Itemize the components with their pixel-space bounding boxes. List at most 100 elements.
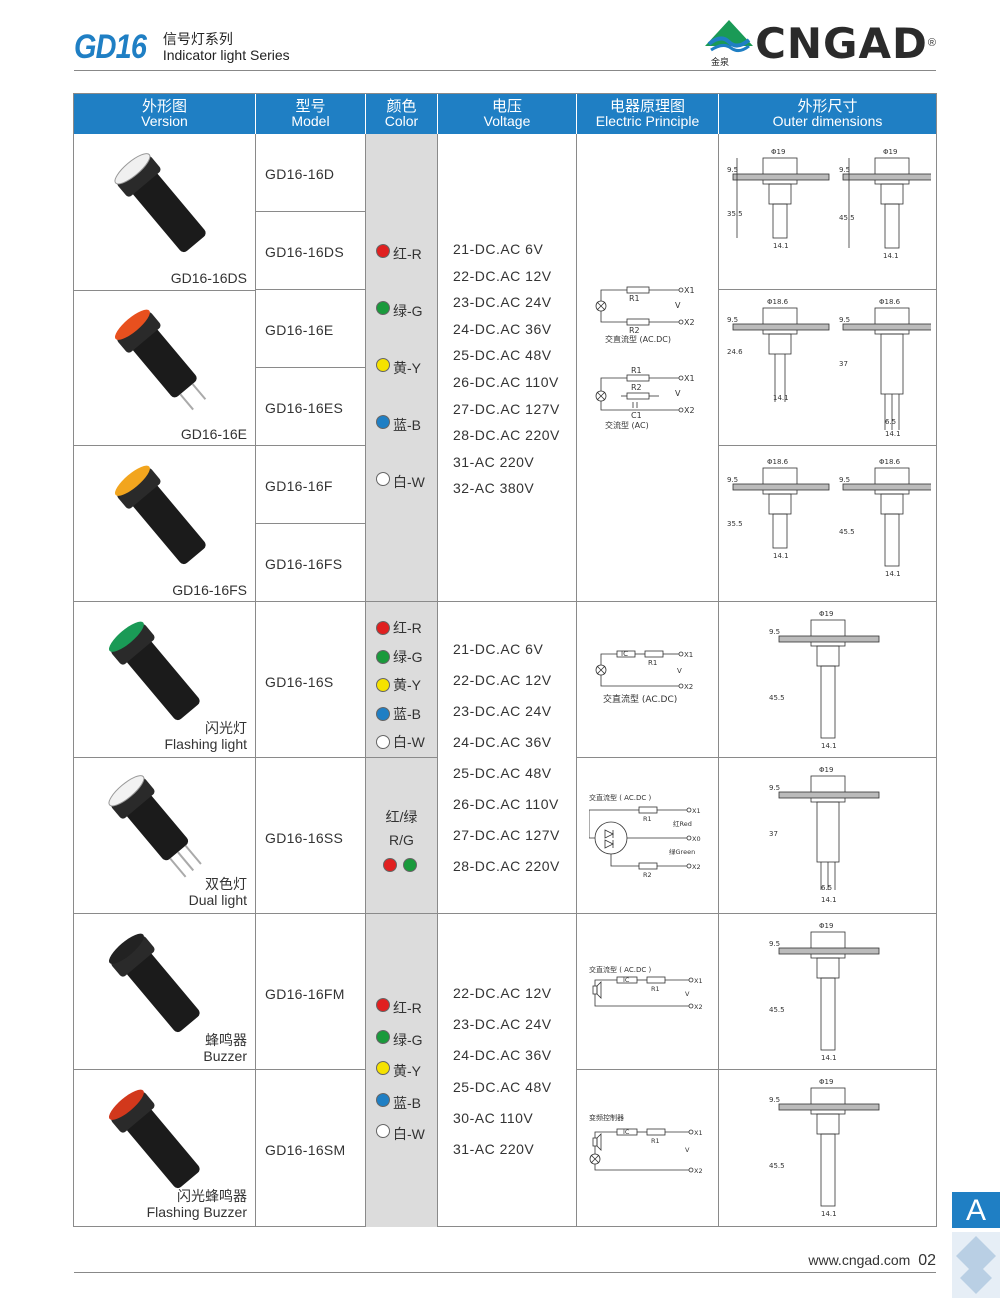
color-option: 蓝-B — [376, 1092, 425, 1125]
svg-text:X1: X1 — [692, 807, 701, 815]
svg-text:Φ18.6: Φ18.6 — [767, 298, 789, 306]
svg-text:45.5: 45.5 — [769, 1006, 785, 1014]
svg-text:C1: C1 — [631, 411, 642, 420]
svg-text:X1: X1 — [684, 374, 695, 383]
version-label-cn: 双色灯 — [205, 876, 247, 892]
yellow-dot-icon — [376, 1061, 390, 1075]
color-option: 白-W — [376, 1124, 425, 1156]
version-label: GD16-16E — [180, 426, 247, 442]
svg-text:R2: R2 — [643, 871, 652, 879]
svg-text:交流型 (AC): 交流型 (AC) — [605, 420, 649, 430]
version-cell: 闪光蜂鸣器 Flashing Buzzer — [74, 1070, 256, 1227]
svg-text:14.1: 14.1 — [773, 242, 789, 250]
svg-text:IC: IC — [623, 1128, 630, 1136]
dual-color-en: R/G — [389, 832, 414, 848]
schematic-cell: 变频控制器 IC R1 X1 X2 V — [577, 1070, 719, 1227]
svg-text:45.5: 45.5 — [839, 528, 855, 536]
red-dot-icon — [376, 244, 390, 258]
lamp-image — [108, 1089, 200, 1189]
green-dot-icon — [403, 858, 417, 872]
model-cell: GD16-16F — [256, 446, 366, 524]
lamp-image — [114, 465, 206, 565]
section-tab[interactable]: A — [952, 1192, 1000, 1228]
dimension-drawing: Φ19 9.5 45.5 14.1 — [769, 610, 880, 750]
model-cell: GD16-16D — [256, 134, 366, 212]
version-label-en: Flashing light — [164, 736, 248, 752]
color-option: 蓝-B — [376, 415, 425, 472]
flashing-buzzer-schematic: 变频控制器 IC R1 X1 X2 V — [589, 1113, 703, 1175]
dimension-drawing: Φ19 9.5 37 6.5 14.1 — [769, 766, 880, 904]
svg-text:14.1: 14.1 — [821, 1210, 837, 1218]
svg-text:35.5: 35.5 — [727, 520, 743, 528]
dimension-drawing: Φ18.6 Φ18.6 9.5 35.5 9.5 45.5 14.1 14.1 — [727, 458, 931, 578]
svg-text:V: V — [675, 389, 681, 398]
svg-text:35.5: 35.5 — [727, 210, 743, 218]
svg-text:交直流型 (AC.DC): 交直流型 (AC.DC) — [603, 693, 677, 705]
svg-text:V: V — [685, 1146, 690, 1154]
svg-text:交直流型 ( AC.DC ): 交直流型 ( AC.DC ) — [589, 793, 651, 802]
dimension-drawing: Φ19 9.5 45.5 14.1 — [769, 1078, 880, 1218]
yellow-dot-icon — [376, 678, 390, 693]
green-dot-icon — [376, 301, 390, 315]
svg-text:R1: R1 — [629, 294, 640, 303]
color-option: 黄-Y — [376, 671, 425, 700]
dimension-drawing: Φ18.6 Φ18.6 9.5 24.6 9.5 37 14.1 6.5 14.… — [727, 298, 931, 438]
red-dot-icon — [376, 998, 390, 1012]
svg-text:X1: X1 — [694, 977, 703, 985]
svg-text:R2: R2 — [629, 326, 640, 335]
svg-text:红Red: 红Red — [673, 819, 692, 828]
logo-sub-text: 金泉 — [711, 56, 729, 67]
model-cell: GD16-16SS — [256, 758, 366, 914]
svg-text:R1: R1 — [651, 1137, 660, 1145]
dimension-cell: Φ19 9.5 37 6.5 14.1 — [719, 758, 936, 914]
svg-text:14.1: 14.1 — [773, 552, 789, 560]
schematic-cell: IC R1 X1 X2 V 交直流型 (AC.DC) — [577, 602, 719, 758]
svg-text:14.1: 14.1 — [821, 1054, 837, 1062]
color-cell: 红-R 绿-G 黄-Y 蓝-B 白-W — [366, 914, 438, 1227]
dual-color-cn: 红/绿 — [385, 809, 418, 825]
svg-text:Φ19: Φ19 — [883, 148, 897, 156]
model-cell: GD16-16ES — [256, 368, 366, 446]
schematic-cell: 交直流型 ( AC.DC ) IC R1 X1 X2 V — [577, 914, 719, 1070]
svg-text:V: V — [677, 667, 682, 675]
svg-text:X2: X2 — [684, 318, 695, 327]
svg-text:X2: X2 — [684, 683, 693, 691]
svg-text:IC: IC — [621, 650, 628, 658]
svg-text:Φ18.6: Φ18.6 — [879, 458, 901, 466]
svg-text:IC: IC — [623, 976, 630, 984]
svg-text:45.5: 45.5 — [769, 694, 785, 702]
svg-text:R2: R2 — [631, 383, 642, 392]
white-dot-icon — [376, 472, 390, 486]
color-option: 白-W — [376, 728, 425, 757]
svg-text:9.5: 9.5 — [839, 476, 850, 484]
svg-text:Φ18.6: Φ18.6 — [879, 298, 901, 306]
svg-text:X1: X1 — [684, 651, 693, 659]
blue-dot-icon — [376, 1092, 390, 1107]
flashing-schematic: IC R1 X1 X2 V 交直流型 (AC.DC) — [595, 650, 693, 705]
svg-text:R1: R1 — [651, 985, 660, 993]
svg-text:Φ19: Φ19 — [819, 610, 833, 618]
svg-text:9.5: 9.5 — [727, 476, 738, 484]
color-cell: 红/绿 R/G — [366, 758, 438, 914]
svg-text:X2: X2 — [692, 863, 701, 871]
svg-text:9.5: 9.5 — [769, 628, 780, 636]
color-option: 红-R — [376, 244, 425, 301]
lamp-image — [108, 621, 200, 721]
schematic-cell: 交直流型 ( AC.DC ) R1 R2 X1 X0 X2 红Red 绿Gree… — [577, 758, 719, 914]
dimension-cell: Φ19 9.5 45.5 14.1 — [719, 1070, 936, 1227]
green-dot-icon — [376, 1029, 390, 1044]
svg-text:Φ19: Φ19 — [819, 766, 833, 774]
red-dot-icon — [376, 621, 390, 636]
logo-word: CNGAD — [755, 18, 928, 68]
color-option: 红-R — [376, 998, 425, 1030]
diamond-pattern-icon — [956, 1236, 996, 1294]
footer-url[interactable]: www.cngad.com 02 — [808, 1252, 936, 1269]
white-dot-icon — [376, 735, 390, 750]
dimension-cell: Φ19 9.5 45.5 14.1 — [719, 914, 936, 1070]
white-dot-icon — [376, 1124, 390, 1138]
